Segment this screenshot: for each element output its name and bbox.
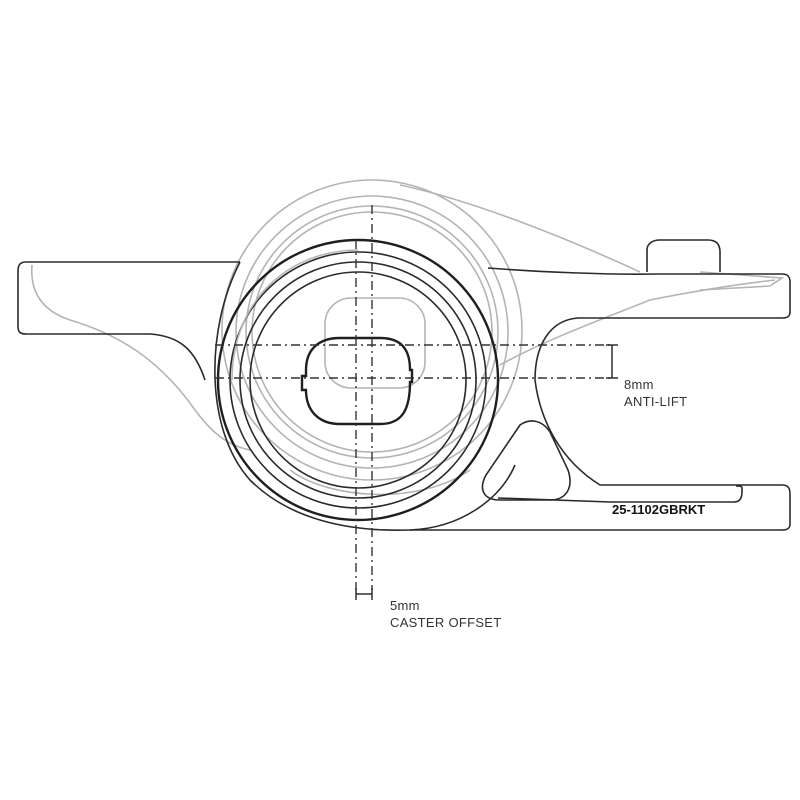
ghost-center-slot [324, 297, 426, 389]
inner-ghost-arc [231, 249, 359, 381]
ghost-arm-lower [30, 264, 251, 451]
original-bushing-ghost [30, 179, 785, 496]
ghost-ring-1 [235, 195, 509, 469]
upper-right-arm [487, 267, 791, 381]
ghost-ring-lower [289, 469, 471, 496]
anti-lift-label: ANTI-LIFT [624, 394, 687, 409]
left-arm [17, 261, 240, 381]
caster-offset-value: 5mm [390, 598, 420, 613]
centerlines [215, 205, 610, 590]
bushing-ring-2 [229, 251, 487, 509]
mounting-tab [646, 239, 721, 272]
bushing-housing [214, 261, 516, 532]
triangle-cutout [481, 420, 571, 501]
ghost-inner-sweep [499, 279, 776, 366]
anti-lift-dimension [606, 344, 618, 379]
caster-offset-label: CASTER OFFSET [390, 615, 502, 630]
anti-lift-value: 8mm [624, 377, 654, 392]
part-number-label: 25-1102GBRKT [612, 502, 705, 517]
caster-offset-dimension [355, 588, 373, 600]
lower-right-arm [410, 379, 791, 531]
bushing-outer-ring [216, 238, 500, 522]
part-callout-leader [497, 485, 743, 503]
bushing-ring-inner [249, 271, 467, 489]
ghost-tip [699, 271, 785, 291]
center-bolt-slot [300, 336, 414, 426]
bushing-ring-3 [239, 261, 477, 499]
control-arm-outline [17, 238, 791, 532]
ghost-arm-sweep [399, 184, 641, 273]
